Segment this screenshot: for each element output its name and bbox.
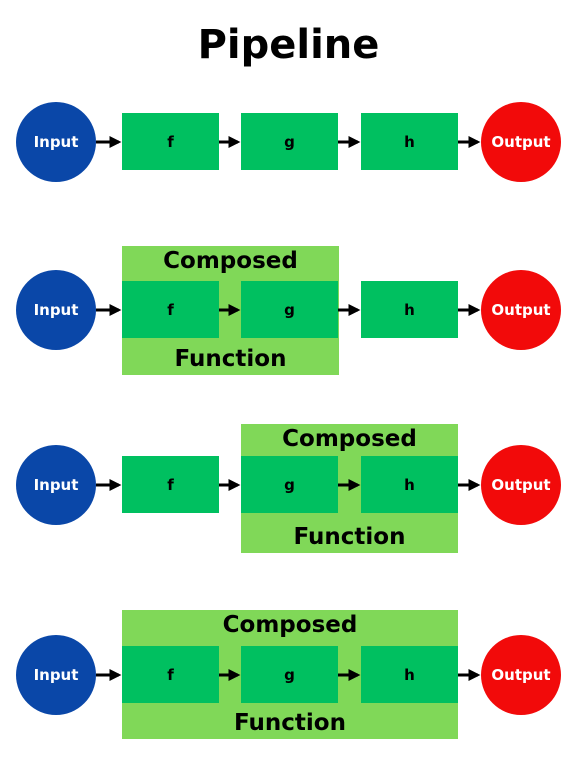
input-node: Input <box>16 102 96 182</box>
function-box-f: f <box>122 456 219 513</box>
function-box-f: f <box>122 646 219 703</box>
function-box-h: h <box>361 456 458 513</box>
output-node: Output <box>481 102 561 182</box>
composed-label: Composed <box>222 612 358 638</box>
function-box-f: f <box>122 113 219 170</box>
input-node: Input <box>16 445 96 525</box>
output-node: Output <box>481 270 561 350</box>
function-box-h: h <box>361 281 458 338</box>
diagram-title: Pipeline <box>197 22 380 68</box>
composed-label: Composed <box>163 248 298 274</box>
function-box-h: h <box>361 646 458 703</box>
function-label: Function <box>233 710 346 736</box>
function-box-h: h <box>361 113 458 170</box>
input-node: Input <box>16 635 96 715</box>
output-node: Output <box>481 445 561 525</box>
output-node: Output <box>481 635 561 715</box>
function-box-g: g <box>241 456 338 513</box>
input-node: Input <box>16 270 96 350</box>
function-box-f: f <box>122 281 219 338</box>
function-label: Function <box>174 346 287 372</box>
function-label: Function <box>293 524 406 550</box>
composed-label: Composed <box>282 426 417 452</box>
function-box-g: g <box>241 113 338 170</box>
function-box-g: g <box>241 646 338 703</box>
function-box-g: g <box>241 281 338 338</box>
